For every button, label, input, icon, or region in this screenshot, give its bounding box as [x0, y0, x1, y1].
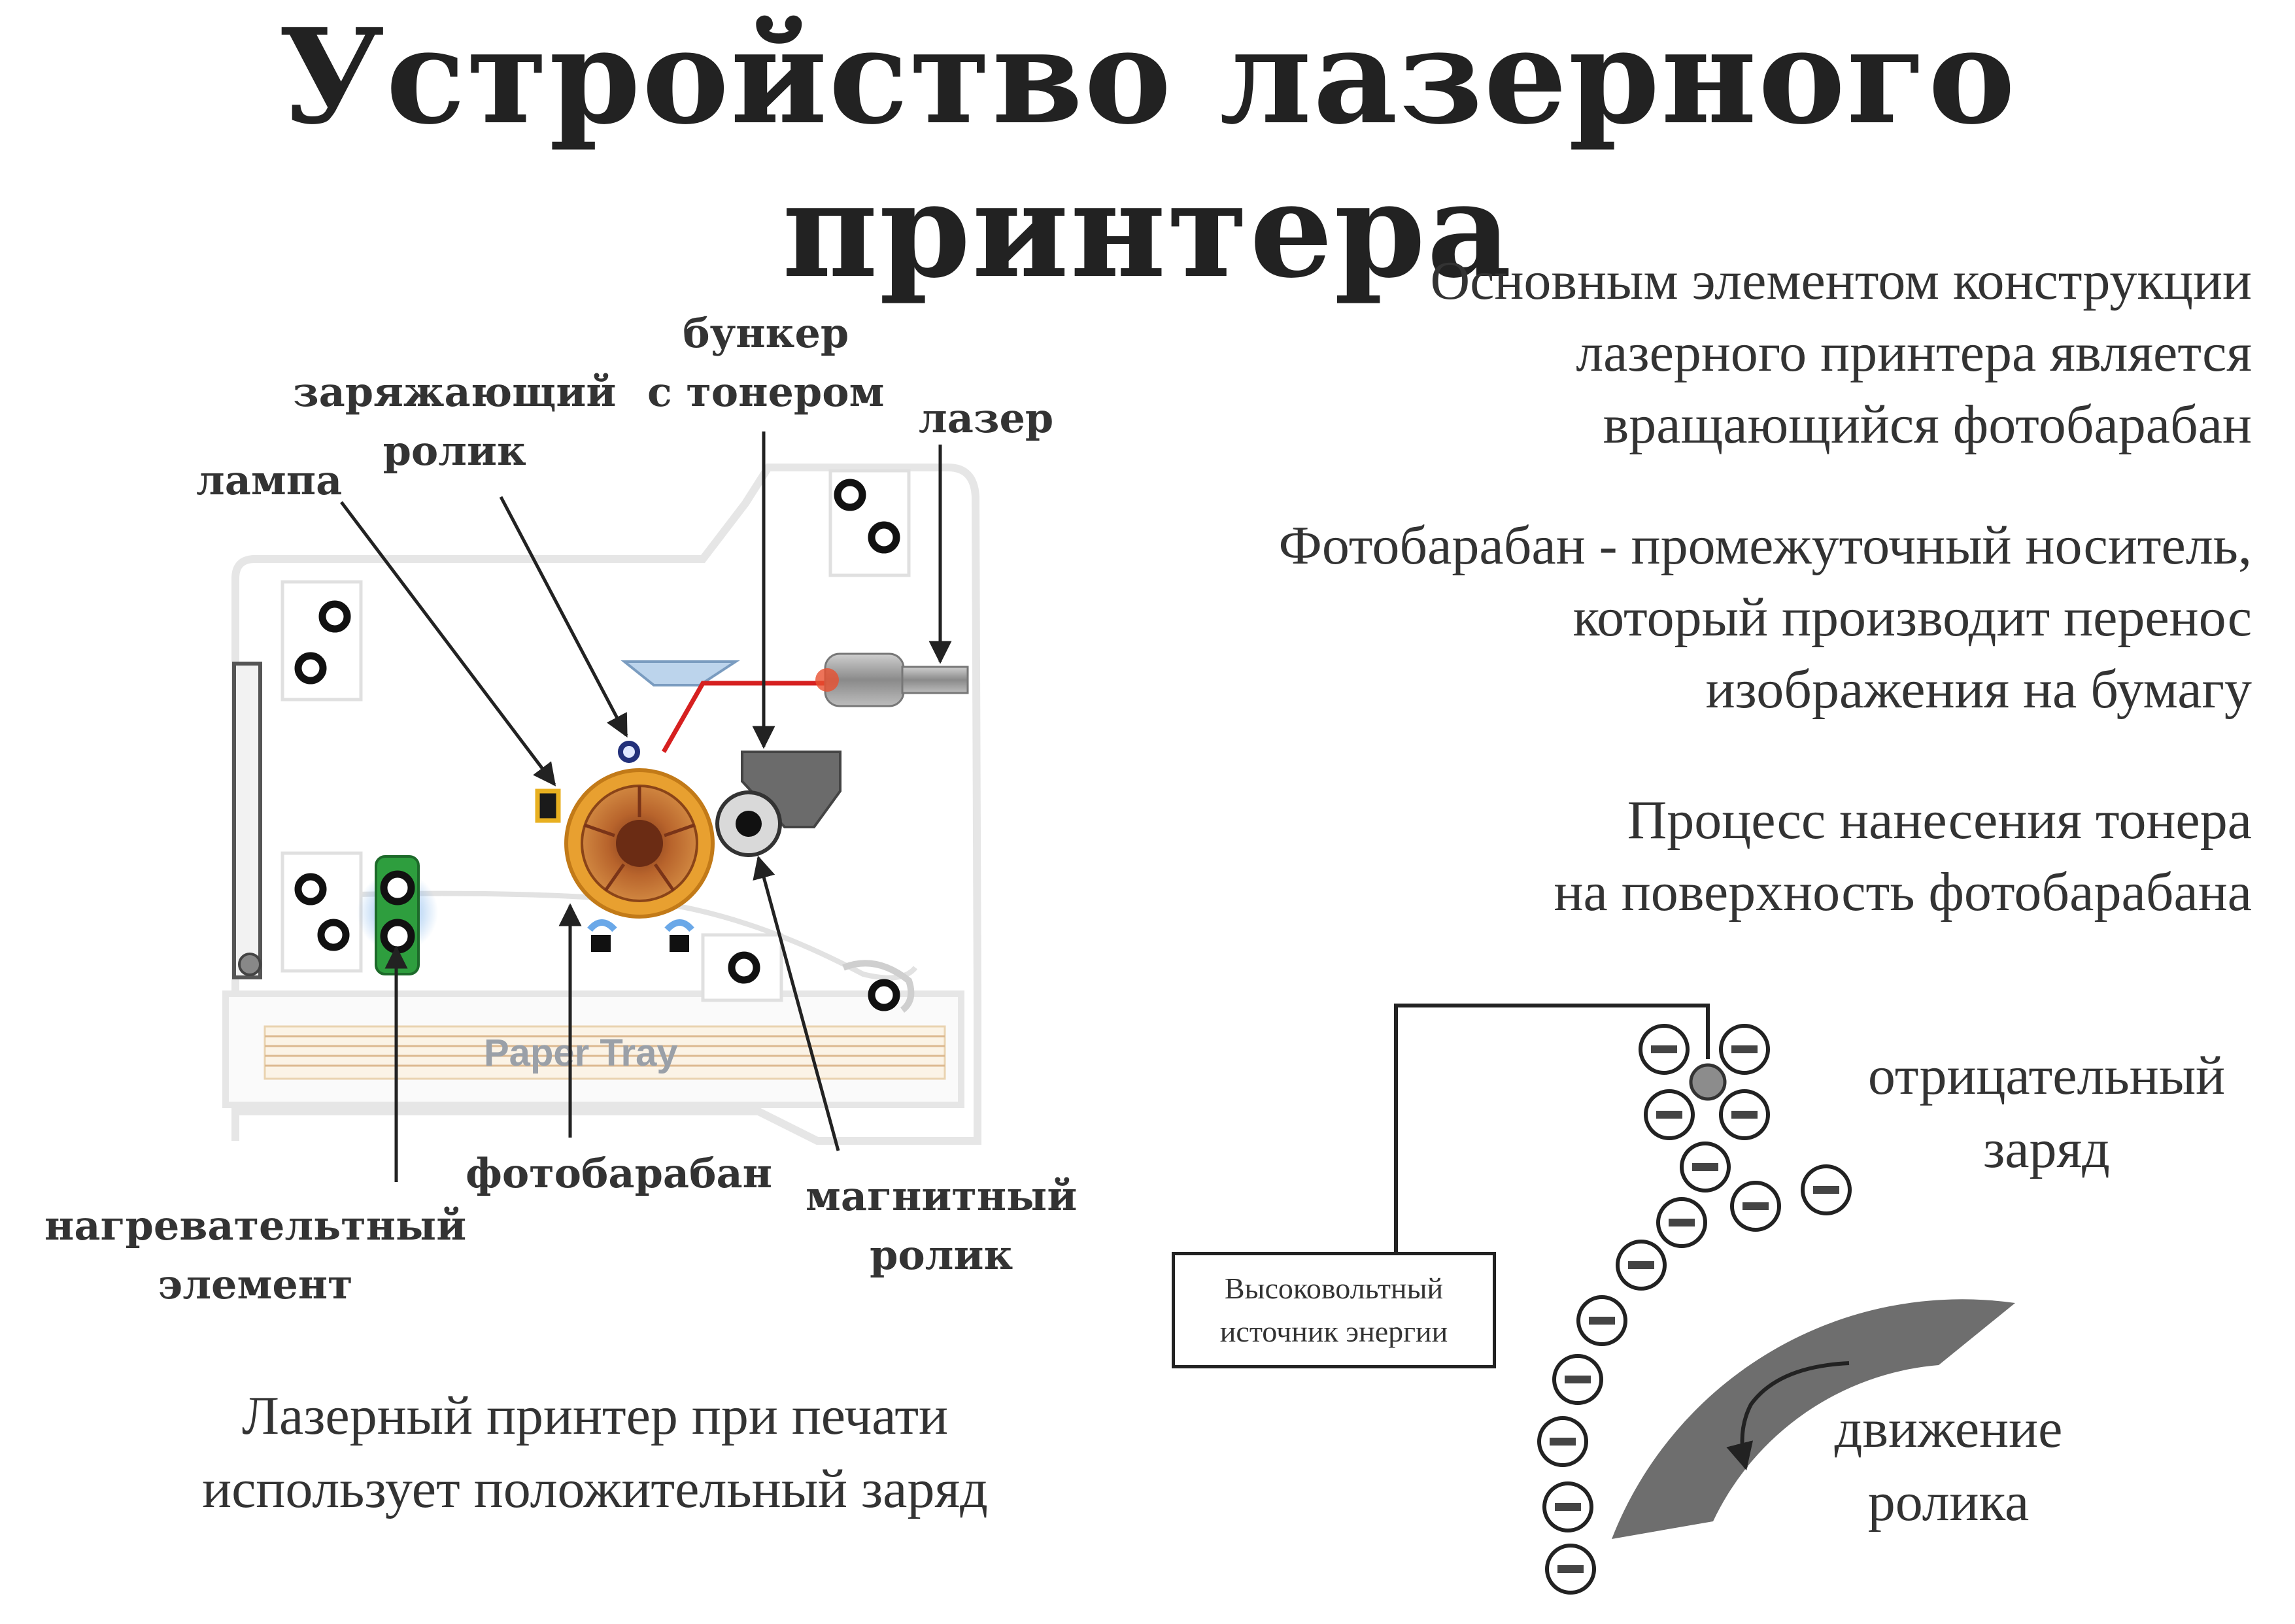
transfer-rollers — [587, 919, 694, 952]
paragraph-line: лазерного принтера является — [1576, 322, 2252, 383]
paragraph-main-element: Основным элементом конструкции лазерного… — [1431, 245, 2252, 461]
label-line: заряжающий — [293, 368, 617, 416]
paper-tray-label: Paper Tray — [484, 1032, 678, 1074]
laser-unit — [815, 652, 969, 707]
power-source-box: Высоковольтный источник энергии — [1172, 1252, 1496, 1368]
label-roller-motion: движение ролика — [1811, 1393, 2086, 1539]
negative-charge-icon — [1542, 1481, 1593, 1532]
negative-charge-icon — [1719, 1024, 1770, 1075]
paragraph-line: вращающийся фотобарабан — [1603, 394, 2252, 455]
label-line: ролика — [1867, 1472, 2030, 1532]
charge-diagram — [1394, 1004, 2015, 1539]
toner-hopper — [741, 751, 842, 828]
negative-charge-icon — [1801, 1164, 1852, 1215]
power-source-line: источник энергии — [1219, 1315, 1448, 1348]
page-title: Устройство лазерного принтера — [278, 0, 2017, 307]
paragraph-line: Процесс нанесения тонера — [1627, 790, 2252, 851]
motion-arrow — [1726, 1361, 1850, 1471]
paragraph-line: который производит перенос — [1572, 587, 2252, 648]
left-door — [232, 662, 262, 979]
label-heater: нагревательтный элемент — [44, 1196, 466, 1314]
paper-guide — [842, 960, 915, 1013]
magnetic-roller — [715, 790, 782, 857]
label-line: заряд — [1983, 1119, 2110, 1179]
caption: Лазерный принтер при печати использует п… — [46, 1379, 1144, 1526]
label-laser: лазер — [919, 394, 1054, 442]
caption-line: Лазерный принтер при печати — [242, 1385, 948, 1446]
negative-charge-icon — [1656, 1197, 1707, 1248]
negative-charge-icon — [1680, 1142, 1731, 1193]
paragraph-toner-process: Процесс нанесения тонера на поверхность … — [1554, 785, 2252, 928]
negative-charge-icon — [1644, 1089, 1695, 1140]
label-charging-roller: заряжающий ролик — [293, 363, 616, 481]
label-magnetic-roller: магнитный ролик — [806, 1167, 1077, 1285]
label-toner-hopper: бункер с тонером — [647, 304, 885, 422]
label-line: нагревательтный — [44, 1202, 467, 1249]
paragraph-line: на поверхность фотобарабана — [1554, 862, 2252, 922]
laser-beam — [661, 681, 825, 753]
label-line: бункер — [683, 309, 849, 357]
negative-charge-icon — [1537, 1416, 1588, 1467]
caption-line: использует положительный заряд — [202, 1459, 988, 1519]
label-line: с тонером — [647, 368, 885, 416]
label-line: элемент — [158, 1260, 353, 1308]
negative-charge-icon — [1719, 1089, 1770, 1140]
leader-arrows — [340, 431, 952, 1182]
paragraph-line: изображения на бумагу — [1705, 659, 2252, 720]
charge-contact — [1689, 1063, 1727, 1101]
roller-arc — [1612, 1299, 2015, 1539]
label-line: магнитный — [806, 1172, 1078, 1220]
rollers — [294, 479, 900, 1011]
negative-charges — [1537, 1024, 1852, 1595]
label-line: ролик — [382, 427, 526, 475]
label-negative-charge: отрицательный заряд — [1831, 1040, 2262, 1186]
negative-charge-icon — [1639, 1024, 1690, 1075]
paragraph-line: Фотобарабан - промежуточный носитель, — [1278, 515, 2252, 576]
negative-charge-icon — [1576, 1295, 1627, 1346]
label-line: ролик — [870, 1231, 1013, 1279]
paragraph-drum-definition: Фотобарабан - промежуточный носитель, ко… — [1279, 510, 2252, 726]
negative-charge-icon — [1616, 1240, 1667, 1291]
label-line: отрицательный — [1867, 1045, 2226, 1106]
label-lamp: лампа — [196, 456, 343, 504]
negative-charge-icon — [1730, 1181, 1781, 1232]
paragraph-line: Основным элементом конструкции — [1430, 250, 2252, 311]
photodrum — [564, 768, 715, 919]
negative-charge-icon — [1552, 1354, 1603, 1405]
charging-roller — [618, 741, 640, 763]
lamp — [535, 788, 561, 823]
label-line: движение — [1834, 1398, 2063, 1459]
heating-element — [357, 855, 438, 975]
power-wire — [1394, 1004, 1710, 1252]
label-drum: фотобарабан — [466, 1149, 772, 1197]
paper-tray: Paper Tray — [264, 1025, 946, 1080]
negative-charge-icon — [1545, 1544, 1596, 1595]
power-source-line: Высоковольтный — [1224, 1272, 1444, 1305]
